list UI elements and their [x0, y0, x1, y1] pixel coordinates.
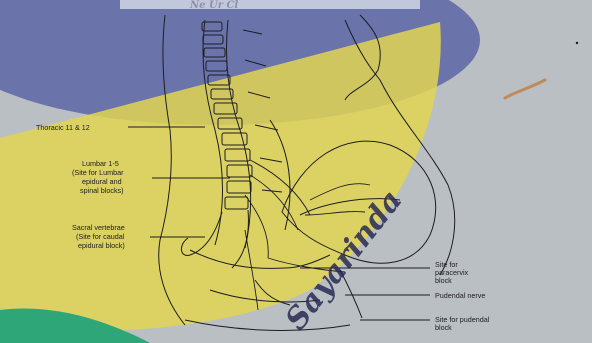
- label-sacral-line1: Sacral vertebrae: [72, 223, 125, 232]
- dust-speck: [576, 42, 578, 44]
- label-sacral-line3: epidural block): [78, 241, 125, 250]
- label-sacral: Sacral vertebrae (Site for caudal epidur…: [72, 223, 125, 250]
- top-watermark-text: Ne Ur Cl: [189, 0, 238, 11]
- label-lumbar-line4: spinal blocks): [80, 186, 124, 195]
- label-paracervix-line3: block: [435, 276, 452, 285]
- label-pudendal-block-line2: block: [435, 323, 452, 332]
- label-thoracic: Thoracic 11 & 12: [36, 123, 90, 132]
- label-lumbar-line2: (Site for Lumbar: [72, 168, 124, 177]
- label-pudendal-nerve: Pudendal nerve: [435, 291, 485, 300]
- label-lumbar-line1: Lumbar 1-5: [82, 159, 119, 168]
- label-sacral-line2: (Site for caudal: [76, 232, 125, 241]
- label-lumbar-line3: epidural and: [82, 177, 122, 186]
- top-watermark-band: [120, 0, 420, 9]
